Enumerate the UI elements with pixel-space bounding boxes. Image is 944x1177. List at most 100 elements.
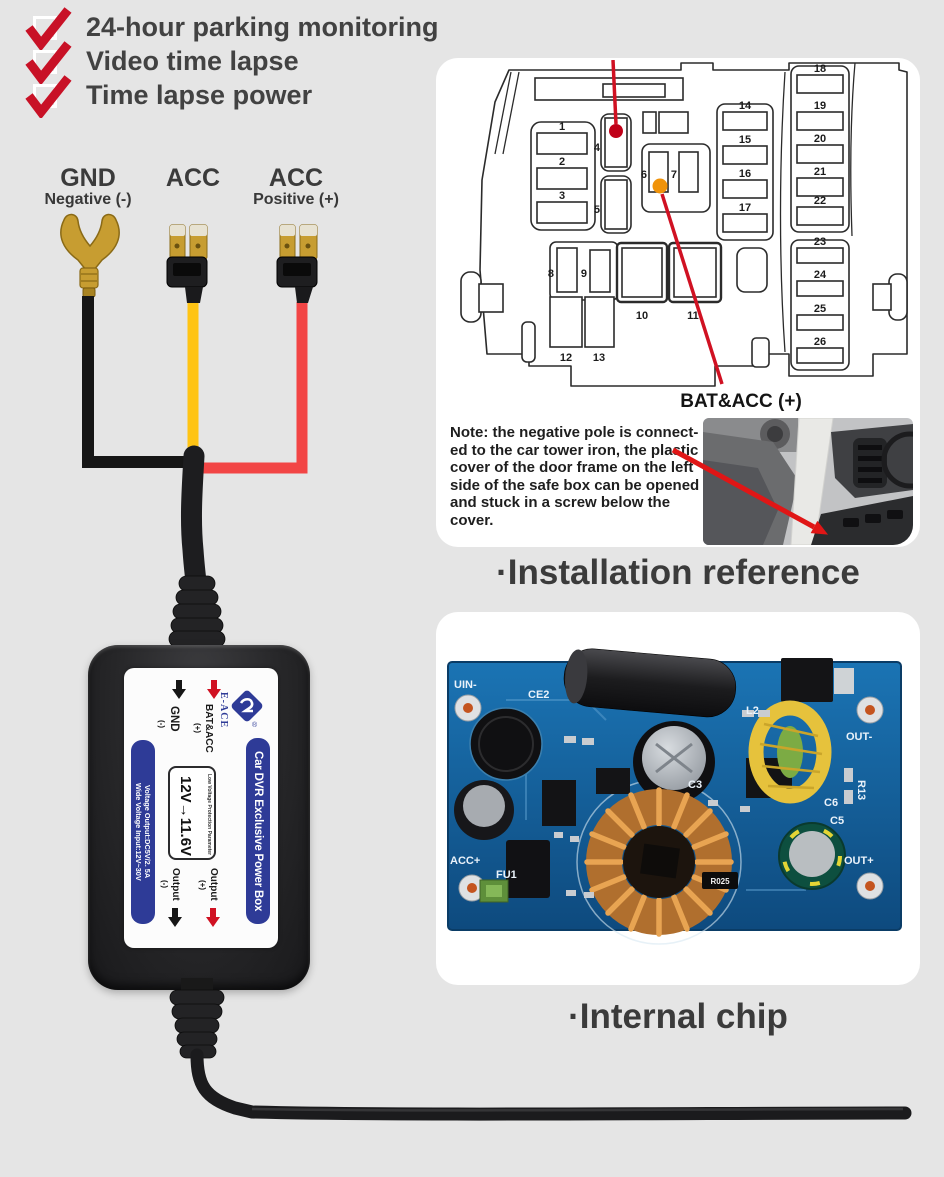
- red-down-arrow-icon: [206, 908, 220, 927]
- output-cable: [190, 1048, 912, 1121]
- pcb-label-fu1: FU1: [496, 869, 517, 881]
- fuse-number: 12: [560, 352, 572, 364]
- feature-label: Video time lapse: [86, 46, 299, 76]
- pcb-label-c3: C3: [688, 779, 702, 791]
- pcb-label-ce2: CE2: [528, 689, 549, 701]
- fuse-number: 6: [641, 169, 647, 181]
- pcb-label-uin: UIN-: [454, 679, 477, 691]
- spec-output-text: Voltage Output:DC5V/2. 5A: [143, 785, 152, 879]
- fuse-number: 7: [671, 169, 677, 181]
- cable-strain-relief-bottom: [169, 978, 225, 1059]
- electrolytic-capacitor-large: [563, 648, 737, 718]
- pcb-label-c6: C6: [824, 797, 838, 809]
- output-cable-illustration: [169, 978, 912, 1121]
- fuse-number: 18: [814, 63, 826, 75]
- fuse-number: 20: [814, 133, 826, 145]
- copper-toroid-inductor: [584, 787, 734, 937]
- fuse-tap-connector-red: [276, 224, 318, 303]
- feature-label: 24-hour parking monitoring: [86, 12, 439, 42]
- fuse-number: 13: [593, 352, 605, 364]
- acc-mid-terminal-label: ACC: [165, 164, 221, 192]
- pcb-label-out-neg: OUT-: [846, 731, 873, 743]
- fuse-number: 3: [559, 190, 565, 202]
- protection-value: 12V→11.6V: [177, 776, 194, 857]
- label-gnd-text: GND: [168, 706, 180, 732]
- label-output-neg-polarity: (-): [160, 880, 169, 888]
- internal-chip-card: R025 UIN- CE2 L2 OUT- ACC+ FU1 OUT+ C3 C…: [436, 612, 920, 985]
- protection-parameter-box: Low Voltage Protection Parameter 12V→11.…: [168, 766, 216, 860]
- installation-heading: ·Installation reference: [496, 553, 860, 592]
- brand-name: E-ACE: [218, 692, 229, 729]
- label-output-pos-polarity: (+): [198, 880, 207, 890]
- label-bat-acc-text: BAT&ACC: [203, 704, 214, 753]
- installation-reference-card: 1 2 3 4 5 6 7 8 9 10 11 12 13 14 15 16 1…: [436, 58, 920, 547]
- fuse-number: 25: [814, 303, 826, 315]
- protection-caption: Low Voltage Protection Parameter: [206, 774, 212, 856]
- fuse-callout-markers: [609, 60, 724, 385]
- fuse-number: 24: [814, 269, 827, 281]
- yellow-toroid-inductor: [748, 700, 832, 804]
- black-down-arrow-icon: [172, 680, 186, 699]
- transistor: [506, 840, 550, 898]
- fuse-box-diagram: 1 2 3 4 5 6 7 8 9 10 11 12 13 14 15 16 1…: [460, 60, 908, 387]
- label-output-neg-text: Output: [170, 868, 181, 901]
- fuse-number: 9: [581, 268, 587, 280]
- red-acc-wire: [202, 302, 308, 474]
- product-title-text: Car DVR Exclusive Power Box: [252, 750, 264, 912]
- fuse-number: 15: [739, 134, 751, 146]
- power-box-device: GND (-) BAT&ACC (+) E-ACE ® Wide Voltage…: [88, 645, 310, 990]
- shunt-resistor: R025: [702, 872, 738, 889]
- pcb-mounting-holes: [454, 694, 884, 902]
- fuse-number: 21: [814, 166, 826, 178]
- red-check-icon: [25, 75, 72, 118]
- solder-pads: [554, 710, 853, 898]
- r025-text: R025: [710, 877, 730, 886]
- acc-right-terminal-label: ACC: [268, 164, 324, 192]
- fuse-number: 22: [814, 195, 826, 207]
- label-bat-acc-polarity: (+): [193, 723, 202, 733]
- fuse-number: 5: [594, 204, 600, 216]
- fuse-number: 17: [739, 202, 751, 214]
- spec-input-text: Wide Voltage Input:12V~30V: [134, 783, 143, 881]
- power-box-label: GND (-) BAT&ACC (+) E-ACE ® Wide Voltage…: [124, 668, 278, 948]
- gnd-terminal-sublabel: Negative (-): [44, 191, 132, 208]
- fuse-number: 10: [636, 310, 648, 322]
- fuse-number: 23: [814, 236, 826, 248]
- fuse-number: 11: [687, 310, 699, 322]
- pcb-label-l2: L2: [746, 705, 759, 717]
- capacitor-silver-center: [633, 721, 715, 803]
- pcb-label-c5: C5: [830, 815, 844, 827]
- cable-strain-relief-top: [168, 445, 226, 648]
- fuse-number: 26: [814, 336, 826, 348]
- capacitor-green: [778, 822, 846, 890]
- wiring-harness-illustration: [60, 213, 318, 648]
- black-down-arrow-icon: [168, 908, 182, 927]
- fusebox-side-tabs: [460, 271, 908, 323]
- fuse-number: 1: [559, 121, 565, 133]
- fuse-number: 14: [739, 100, 752, 112]
- red-check-icon: [25, 7, 72, 50]
- pcb-label-out-pos: OUT+: [844, 855, 874, 867]
- fuse-number: 19: [814, 100, 826, 112]
- ground-fork-terminal: [60, 213, 120, 298]
- round-capacitor-black: [469, 707, 543, 781]
- product-title-strip: Car DVR Exclusive Power Box: [246, 738, 270, 924]
- fuse-number: 8: [548, 268, 554, 280]
- acc-right-terminal-sublabel: Positive (+): [253, 191, 339, 208]
- red-pointer-arrow-icon: [671, 447, 829, 535]
- fuse-tap-connector-yellow: [166, 224, 208, 303]
- spec-strip: Wide Voltage Input:12V~30V Voltage Outpu…: [131, 740, 155, 924]
- pcb-illustration: R025 UIN- CE2 L2 OUT- ACC+ FU1 OUT+ C3 C…: [447, 648, 902, 945]
- pcb-label-acc: ACC+: [450, 855, 480, 867]
- fuse-number: 4: [594, 142, 601, 154]
- pcb-label-r13: R13: [855, 780, 867, 800]
- brand-diamond-logo-icon: [231, 690, 263, 722]
- label-output-pos-text: Output: [208, 868, 219, 901]
- fuse-number: 2: [559, 156, 565, 168]
- feature-label: Time lapse power: [86, 80, 313, 110]
- gnd-terminal-label: GND: [60, 164, 116, 192]
- internal-chip-heading: ·Internal chip: [568, 997, 788, 1036]
- bat-acc-callout: BAT&ACC (+): [680, 391, 802, 412]
- installation-note: Note: the negative pole is connect- ed t…: [450, 424, 700, 529]
- red-down-arrow-icon: [207, 680, 221, 699]
